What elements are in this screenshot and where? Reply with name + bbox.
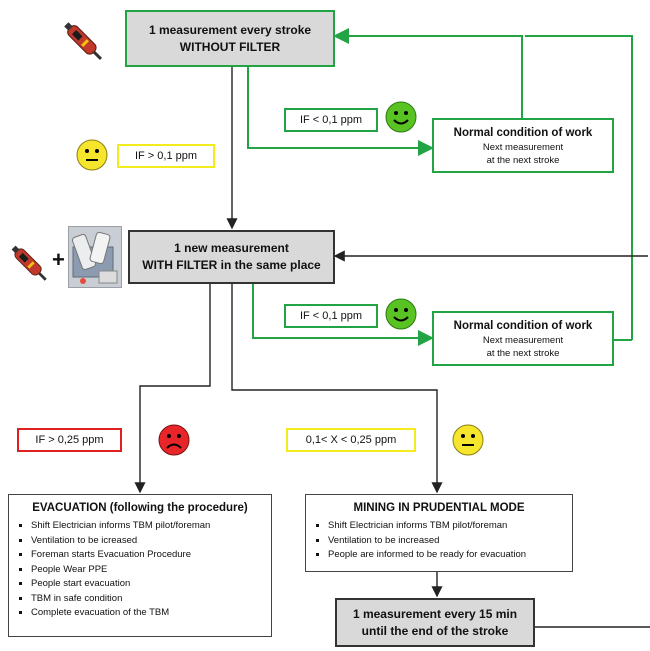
box-line-1: 1 measurement every stroke xyxy=(148,22,312,37)
normal-condition-box: Normal condition of work Next measuremen… xyxy=(432,311,614,366)
list-item: Complete evacuation of the TBM xyxy=(31,606,271,621)
normal-condition-title: Normal condition of work xyxy=(453,319,593,332)
list-item: People are informed to be ready for evac… xyxy=(328,548,572,563)
normal-condition-box: Normal condition of work Next measuremen… xyxy=(432,118,614,173)
normal-condition-sub2: at the next stroke xyxy=(486,154,560,166)
happy-face-icon xyxy=(385,298,417,335)
gas-detector-icon xyxy=(4,236,56,292)
normal-condition-title: Normal condition of work xyxy=(453,126,593,139)
condition-critical-threshold: IF > 0,25 ppm xyxy=(17,428,122,452)
sad-face-icon xyxy=(158,424,190,461)
evacuation-panel: EVACUATION (following the procedure) Shi… xyxy=(8,494,272,637)
normal-condition-sub2: at the next stroke xyxy=(486,347,560,359)
list-item: Foreman starts Evacuation Procedure xyxy=(31,548,271,563)
prudential-steps: Shift Electrician informs TBM pilot/fore… xyxy=(306,519,572,563)
list-item: Shift Electrician informs TBM pilot/fore… xyxy=(328,519,572,534)
box-line-1: 1 measurement every 15 min xyxy=(352,606,518,621)
black-connectors xyxy=(134,67,650,628)
prudential-title: MINING IN PRUDENTIAL MODE xyxy=(353,502,525,514)
list-item: People start evacuation xyxy=(31,577,271,592)
condition-below-threshold-2: IF < 0,1 ppm xyxy=(284,304,378,328)
filter-kit-photo xyxy=(68,226,122,288)
measurement-every-15-min-box: 1 measurement every 15 min until the end… xyxy=(335,598,535,647)
evacuation-title: EVACUATION (following the procedure) xyxy=(32,502,248,514)
green-connectors xyxy=(247,28,633,346)
box-line-2: WITHOUT FILTER xyxy=(179,39,281,54)
prudential-mode-panel: MINING IN PRUDENTIAL MODE Shift Electric… xyxy=(305,494,573,572)
plus-sign: + xyxy=(52,247,65,272)
list-item: TBM in safe condition xyxy=(31,592,271,607)
condition-below-threshold-1: IF < 0,1 ppm xyxy=(284,108,378,132)
list-item: People Wear PPE xyxy=(31,563,271,578)
measurement-with-filter-box: 1 new measurement WITH FILTER in the sam… xyxy=(128,230,335,284)
neutral-face-icon xyxy=(452,424,484,461)
normal-condition-sub1: Next measurement xyxy=(482,141,564,153)
condition-intermediate-range: 0,1< X < 0,25 ppm xyxy=(286,428,416,452)
box-line-2: until the end of the stroke xyxy=(361,623,509,638)
list-item: Ventilation to be icreased xyxy=(31,534,271,549)
list-item: Ventilation to be increased xyxy=(328,534,572,549)
condition-above-threshold: IF > 0,1 ppm xyxy=(117,144,215,168)
box-line-1: 1 new measurement xyxy=(174,241,289,255)
neutral-face-icon xyxy=(76,139,108,176)
box-line-2: WITH FILTER in the same place xyxy=(142,258,321,272)
evacuation-steps: Shift Electrician informs TBM pilot/fore… xyxy=(9,519,271,621)
list-item: Shift Electrician informs TBM pilot/fore… xyxy=(31,519,271,534)
happy-face-icon xyxy=(385,101,417,138)
measurement-without-filter-box: 1 measurement every stroke WITHOUT FILTE… xyxy=(125,10,335,67)
gas-detector-icon xyxy=(56,14,112,70)
normal-condition-sub1: Next measurement xyxy=(482,334,564,346)
